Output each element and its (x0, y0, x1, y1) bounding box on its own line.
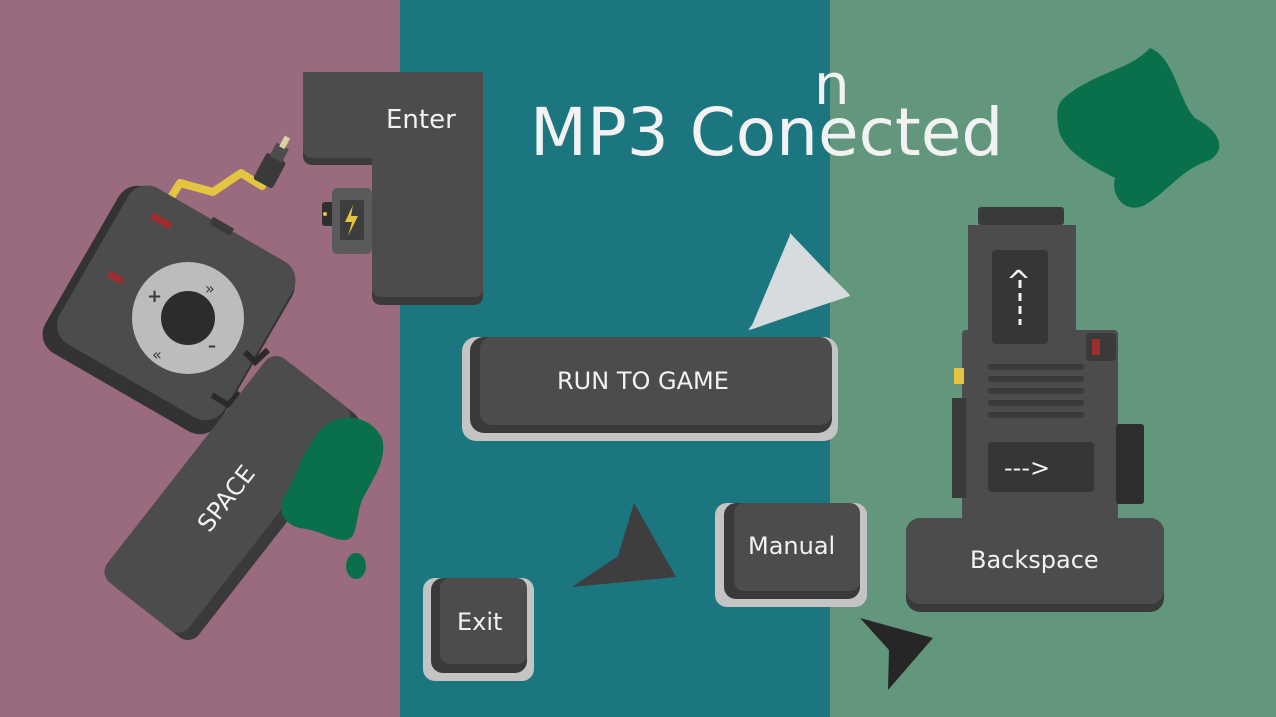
mp3-player: + – » « (42, 135, 296, 435)
backspace-label: Backspace (970, 546, 1099, 574)
exit-label: Exit (457, 608, 502, 636)
paint-drop (346, 553, 366, 579)
pointer-arrow-exit (572, 503, 676, 587)
paint-splat-left (280, 417, 384, 540)
pointer-arrow-run (748, 233, 850, 330)
space-key[interactable]: SPACE (99, 350, 365, 645)
right-arrow-label: ---> (1004, 454, 1050, 482)
paint-splat-top-right (1057, 48, 1220, 208)
run-to-game-button[interactable]: RUN TO GAME (462, 337, 838, 441)
run-to-game-label: RUN TO GAME (557, 367, 729, 395)
title-correction-letter: n (814, 53, 850, 118)
enter-key[interactable]: Enter (303, 72, 483, 305)
next-track-label: » (205, 279, 215, 298)
prev-track-label: « (152, 345, 162, 364)
backspace-key[interactable]: Backspace (906, 518, 1164, 612)
game-title: MP3 Conected (530, 94, 1003, 171)
pointer-arrow-manual (860, 618, 933, 690)
manual-button[interactable]: Manual (715, 503, 867, 607)
enter-key-label: Enter (386, 105, 456, 135)
manual-label: Manual (748, 532, 835, 560)
volume-up-label: + (147, 286, 162, 307)
battery-icon (322, 188, 372, 254)
up-arrow-key[interactable]: ^ (992, 250, 1048, 344)
right-arrow-key[interactable]: ---> (988, 442, 1094, 492)
exit-button[interactable]: Exit (423, 578, 534, 681)
volume-down-label: – (208, 336, 216, 355)
